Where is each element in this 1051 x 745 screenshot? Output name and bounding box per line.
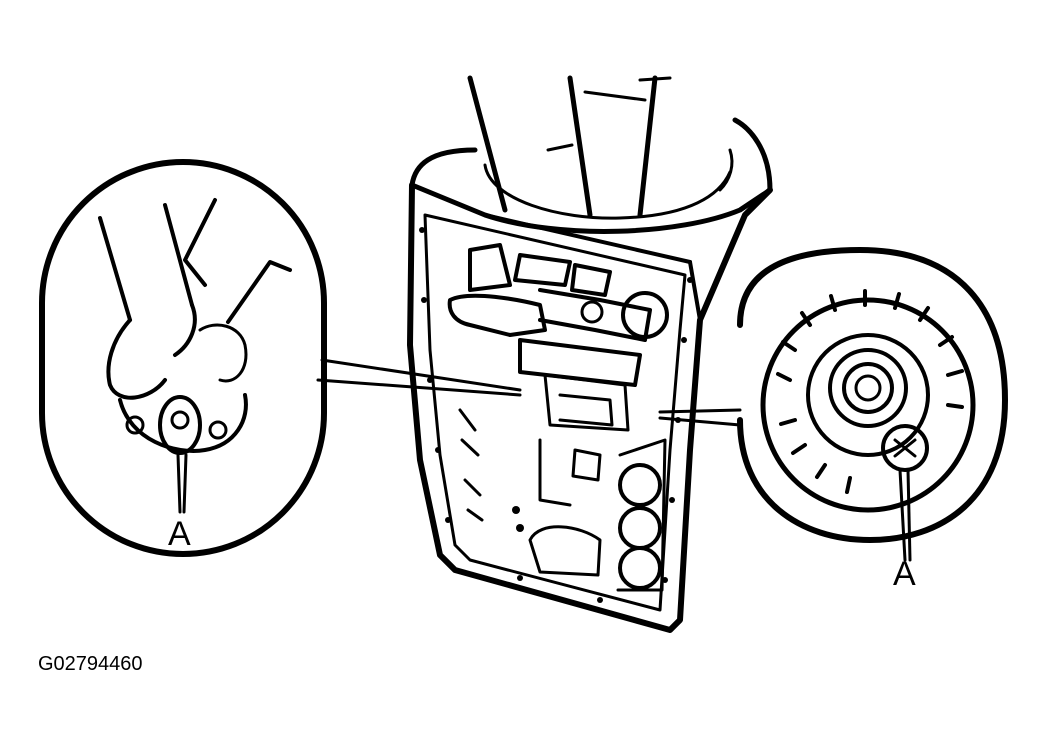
callout-left-label: A	[168, 515, 191, 553]
transmission-case	[407, 75, 773, 633]
figure-code: G02794460	[38, 653, 143, 675]
callout-left-pointer	[316, 358, 522, 397]
callout-right-pointer	[658, 408, 742, 427]
callout-right-label: A	[893, 555, 916, 593]
callout-left-detail	[39, 159, 327, 557]
callout-right-detail	[737, 247, 1008, 562]
